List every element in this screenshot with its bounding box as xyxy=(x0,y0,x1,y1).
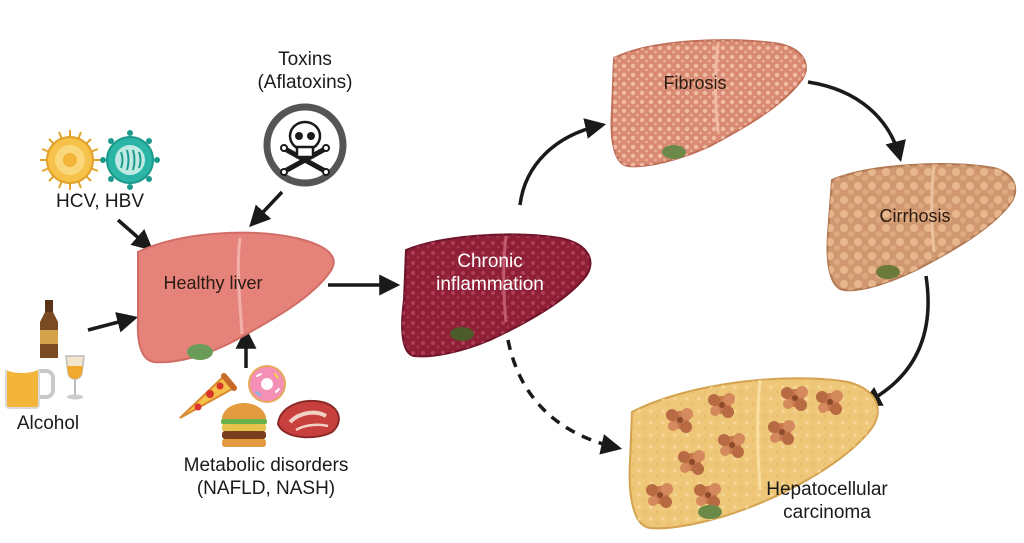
beer-bottle-icon xyxy=(40,300,58,358)
arrow-chronic-to-fibrosis xyxy=(518,118,607,206)
healthy-liver-illustration xyxy=(136,231,335,364)
toxins-label-line1: Toxins xyxy=(278,49,332,70)
chronic-label-line2: inflammation xyxy=(436,274,544,295)
beer-mug-icon xyxy=(3,357,55,409)
donut-icon xyxy=(248,365,286,403)
arrow-viruses-to-healthy xyxy=(116,218,154,251)
hcv-virus-icon xyxy=(40,130,100,190)
metabolic-label-line2: (NAFLD, NASH) xyxy=(196,478,336,499)
skull-crossbones-icon xyxy=(263,103,347,187)
arrow-alcohol-to-healthy xyxy=(87,312,139,333)
wine-glass-icon xyxy=(65,355,85,400)
chronic-label-line1: Chronic xyxy=(457,251,523,272)
metabolic-disorders-label: Metabolic disorders (NAFLD, NASH) xyxy=(156,454,376,500)
arrow-fibrosis-to-cirrhosis xyxy=(807,80,906,163)
hbv-virus-icon xyxy=(100,130,160,190)
pizza-slice-icon xyxy=(179,373,237,419)
viruses-label: HCV, HBV xyxy=(56,191,144,212)
steak-icon xyxy=(276,400,340,439)
hcc-label: Hepatocellular carcinoma xyxy=(752,478,902,524)
fibrosis-label: Fibrosis xyxy=(663,73,727,93)
alcohol-label: Alcohol xyxy=(16,413,80,434)
hcc-label-line1: Hepatocellular xyxy=(766,479,888,500)
arrows xyxy=(87,80,930,455)
chronic-inflammation-label: Chronic inflammation xyxy=(420,250,560,296)
toxins-label: Toxins (Aflatoxins) xyxy=(245,48,365,94)
hcc-liver-illustration xyxy=(628,377,879,530)
arrow-cirrhosis-to-hcc xyxy=(860,275,930,406)
metabolic-label-line1: Metabolic disorders xyxy=(183,455,349,476)
cirrhosis-liver-illustration xyxy=(826,163,1017,292)
healthy-liver-label: Healthy liver xyxy=(163,273,263,293)
hcc-label-line2: carcinoma xyxy=(783,502,871,523)
toxins-label-line2: (Aflatoxins) xyxy=(257,72,353,93)
chronic-inflammation-liver-illustration xyxy=(401,233,592,358)
arrow-chronic-to-hcc-dashed xyxy=(506,339,623,455)
burger-icon xyxy=(221,403,267,447)
arrow-toxins-to-healthy xyxy=(249,190,284,228)
fibrosis-liver-illustration xyxy=(610,39,807,168)
cirrhosis-label: Cirrhosis xyxy=(879,206,951,226)
